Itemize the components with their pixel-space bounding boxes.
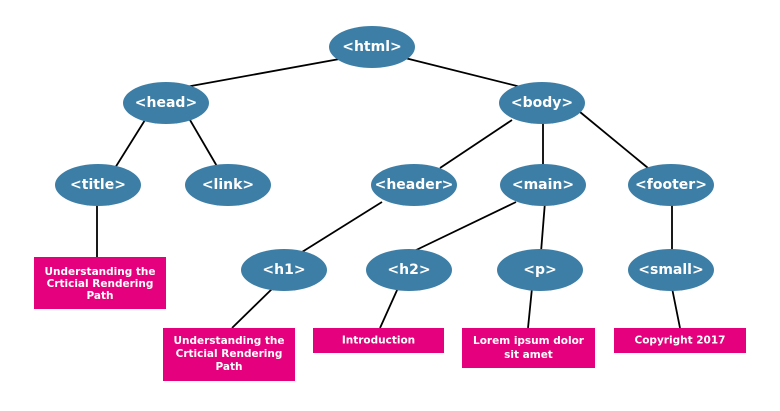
node-p-label: <p>: [523, 262, 556, 278]
node-footer: <footer>: [628, 164, 714, 206]
node-h2: <h2>: [366, 249, 452, 291]
node-footer-label: <footer>: [635, 177, 707, 193]
node-main-shape: [500, 164, 586, 206]
h1-text-line-1: Understanding the: [173, 335, 284, 347]
p-text-box-shape: [462, 328, 595, 368]
edge-main-h2: [411, 201, 517, 253]
h1-text-line-3: Path: [216, 361, 243, 373]
edge-body-header: [439, 119, 513, 169]
node-body-shape: [499, 82, 585, 124]
node-main: <main>: [500, 164, 586, 206]
node-h1-label: <h1>: [262, 262, 305, 278]
node-header: <header>: [371, 164, 457, 206]
title-text-line-1: Understanding the: [44, 266, 155, 278]
h2-text-box-shape: [313, 328, 444, 353]
edge-small-text: [671, 287, 681, 329]
node-h1: <h1>: [241, 249, 327, 291]
node-small: <small>: [628, 249, 714, 291]
edges: [96, 57, 681, 329]
edge-head-title: [114, 119, 146, 169]
title-text-box: Understanding the Crticial Rendering Pat…: [34, 257, 166, 309]
node-head: <head>: [123, 82, 209, 124]
node-body-label: <body>: [511, 95, 573, 111]
node-html: <html>: [329, 26, 415, 68]
element-nodes: <html> <head> <body> <title> <link> <hea…: [55, 26, 714, 291]
node-head-label: <head>: [135, 95, 197, 111]
node-main-label: <main>: [512, 177, 574, 193]
node-small-label: <small>: [638, 262, 703, 278]
edge-head-link: [189, 119, 219, 169]
edge-p-text: [527, 287, 533, 329]
title-text-line-3: Path: [87, 290, 114, 302]
h2-text-line-1: Introduction: [342, 335, 415, 347]
p-text-line-1: Lorem ipsum dolor: [473, 335, 585, 347]
node-body: <body>: [499, 82, 585, 124]
edge-header-h1: [301, 201, 383, 253]
node-header-shape: [371, 164, 457, 206]
edge-html-body: [404, 57, 526, 89]
node-h1-shape: [241, 249, 327, 291]
node-link: <link>: [185, 164, 271, 206]
small-text-line-1: Copyright 2017: [635, 335, 726, 347]
h2-text-box: Introduction: [313, 328, 444, 353]
node-h2-label: <h2>: [387, 262, 430, 278]
node-p: <p>: [497, 249, 583, 291]
title-text-line-2: Crticial Rendering: [47, 278, 154, 290]
node-head-shape: [123, 82, 209, 124]
node-small-shape: [628, 249, 714, 291]
node-link-label: <link>: [202, 177, 254, 193]
small-text-box-shape: [614, 328, 746, 353]
edge-main-p: [540, 201, 546, 253]
h1-text-line-2: Crticial Rendering: [176, 348, 283, 360]
title-text-box-shape: [34, 257, 166, 309]
edge-h1-text: [231, 285, 276, 329]
node-header-label: <header>: [375, 177, 454, 193]
p-text-line-2: sit amet: [504, 349, 553, 361]
text-boxes: Understanding the Crticial Rendering Pat…: [34, 257, 746, 381]
small-text-box: Copyright 2017: [614, 328, 746, 353]
edge-html-head: [179, 57, 346, 89]
node-title-shape: [55, 164, 141, 206]
p-text-box: Lorem ipsum dolor sit amet: [462, 328, 595, 368]
node-html-shape: [329, 26, 415, 68]
node-h2-shape: [366, 249, 452, 291]
node-html-label: <html>: [342, 39, 402, 55]
h1-text-box-shape: [163, 328, 295, 381]
node-title: <title>: [55, 164, 141, 206]
edge-h2-text: [379, 287, 399, 329]
node-footer-shape: [628, 164, 714, 206]
h1-text-box: Understanding the Crticial Rendering Pat…: [163, 328, 295, 381]
node-p-shape: [497, 249, 583, 291]
node-title-label: <title>: [70, 177, 126, 193]
node-link-shape: [185, 164, 271, 206]
edge-body-footer: [579, 111, 649, 169]
